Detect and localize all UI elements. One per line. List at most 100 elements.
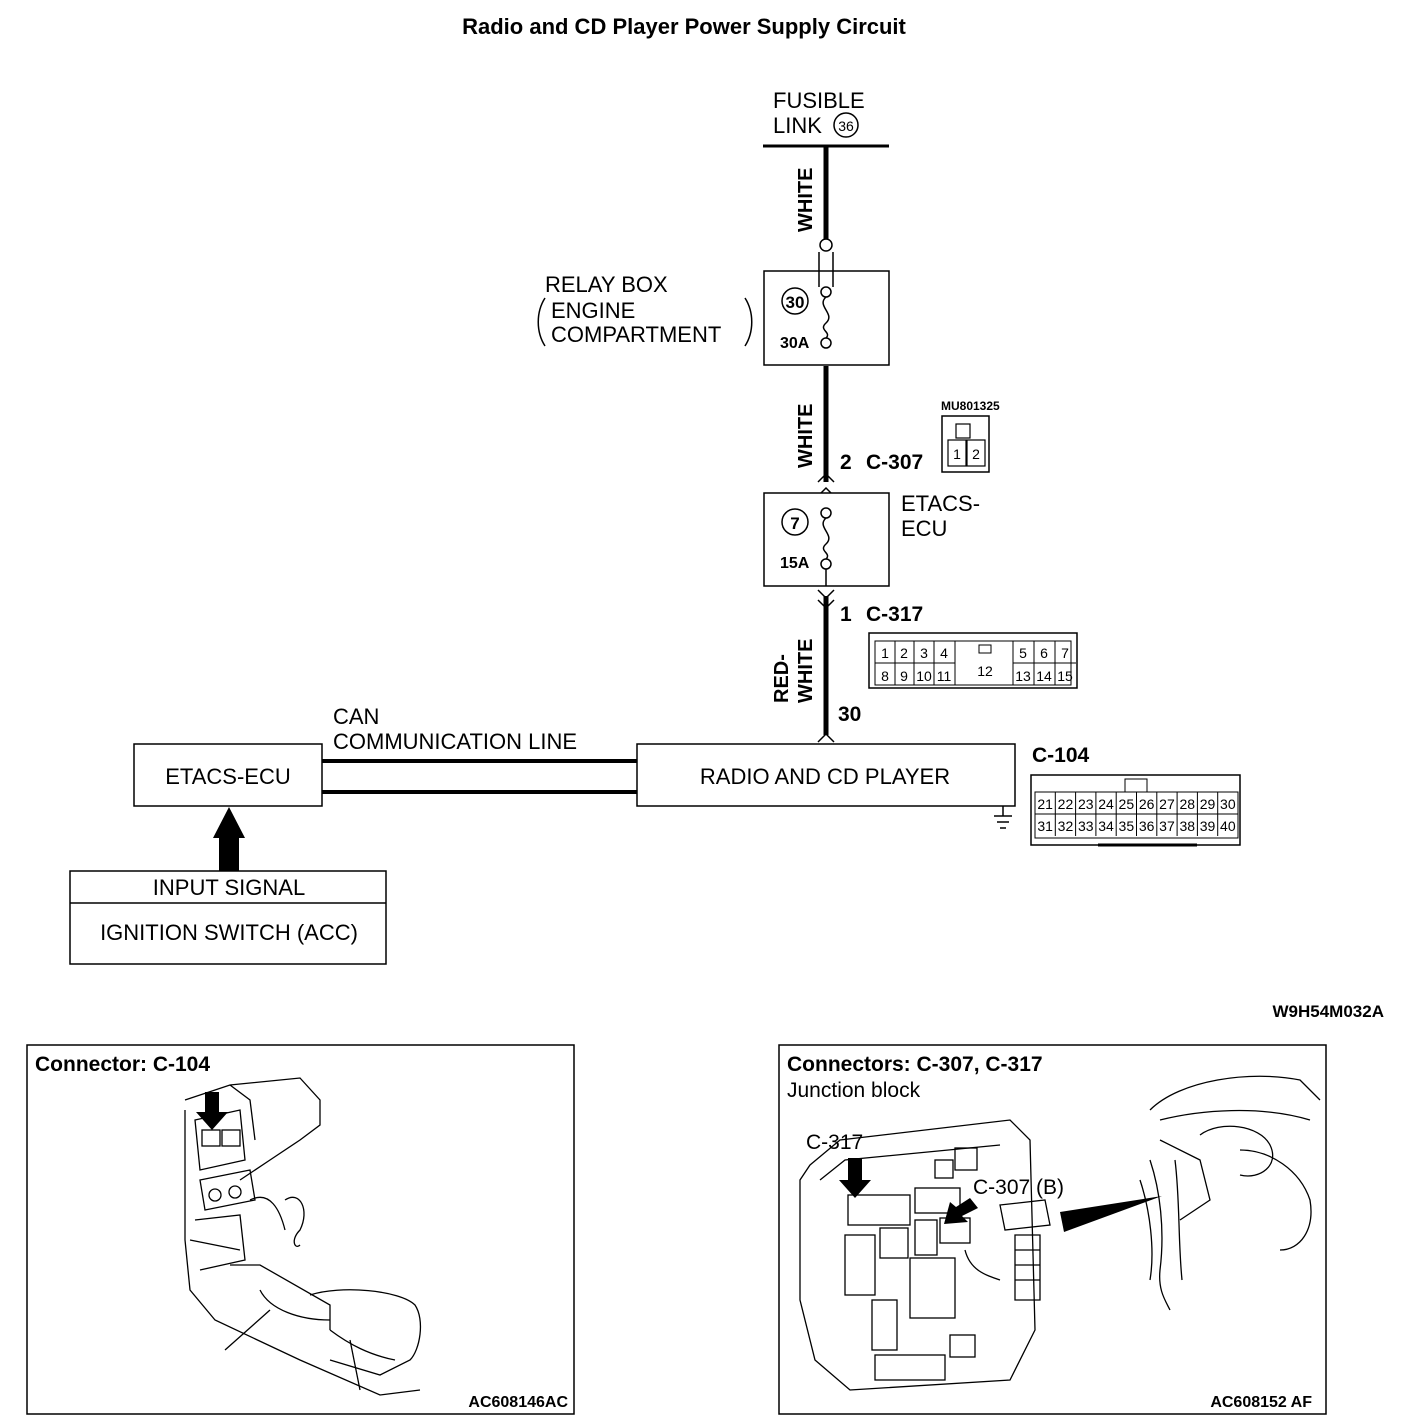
input-signal-header: INPUT SIGNAL [153,875,305,900]
c317-pin-5: 5 [1019,645,1027,661]
etacs-fuse-terminal-1 [820,507,832,519]
can-label: CAN [333,704,379,729]
relay-box-paren-left [537,297,546,347]
c317-pin-12: 12 [977,663,993,679]
wire-color-red-white-2: WHITE [795,639,817,703]
c104-pin-40: 40 [1220,818,1236,834]
c317-pin-11: 11 [937,668,952,684]
c104-pin-38: 38 [1179,818,1195,834]
c104-pin-34: 34 [1098,818,1114,834]
arrow-c104-icon [196,1092,228,1130]
panel-left-code: AC608146AC [468,1394,568,1411]
arrow-c307-icon [944,1198,978,1224]
relay-fuse-number: 30 [786,293,805,312]
c307-cell-1 [947,439,967,467]
c317-pin-10: 10 [916,668,932,684]
c104-pin-35: 35 [1119,818,1135,834]
c104-pin-32: 32 [1058,818,1074,834]
console-illustration [184,1077,422,1396]
can-label-2: COMMUNICATION LINE [333,729,577,754]
fusible-link-label: FUSIBLE [773,88,865,113]
panel-right-code: AC608152 AF [1210,1394,1312,1411]
c104-pin-36: 36 [1139,818,1155,834]
c104-pin-26: 26 [1139,796,1155,812]
c104-pin-27: 27 [1159,796,1175,812]
c307-connector-top [817,472,835,483]
c317-pin: 1 [840,603,852,626]
radio-pin: 30 [838,703,861,726]
relay-fuse-element [822,296,830,339]
etacs-fuse-rating: 15A [780,555,810,572]
c317-connector-bottom [817,599,835,610]
radio-cd-player-label: RADIO AND CD PLAYER [700,764,950,789]
etacs-ecu-box [133,743,323,807]
relay-fuse-rating: 30A [780,335,810,352]
c317-pin-6: 6 [1040,645,1048,661]
radio-connector-arrow [817,732,835,743]
c317-name: C-317 [866,603,923,626]
relay-box-paren-right [744,297,753,347]
etacs-fuse-number: 7 [790,514,799,533]
junction-block-illustration [799,1075,1321,1391]
etacs-fuse-label-2: ECU [901,516,947,541]
ground-icon [994,806,1012,829]
etacs-fuse-element [822,517,830,560]
c104-pin-37: 37 [1159,818,1175,834]
label-c307-b: C-307 (B) [973,1176,1064,1199]
panel-left-title: Connector: C-104 [35,1053,210,1076]
c104-name: C-104 [1032,744,1090,767]
c317-pin-14: 14 [1036,668,1052,684]
label-c317: C-317 [806,1131,863,1154]
c317-pin-9: 9 [900,668,908,684]
relay-fuse-number-circle [781,287,809,315]
c104-pin-31: 31 [1037,818,1053,834]
input-arrow-icon [213,807,245,871]
input-signal-box [69,870,387,965]
panel-right-title: Connectors: C-307, C-317 [787,1053,1043,1076]
panel-connectors-c307-c317 [778,1044,1327,1415]
panel-right-subtitle: Junction block [787,1079,921,1102]
etacs-ecu-label: ETACS-ECU [165,764,291,789]
c307-latch [955,423,971,439]
c104-pin-29: 29 [1200,796,1216,812]
relay-fuse-terminal-2 [820,337,832,349]
c317-connector-top [817,589,835,600]
c104-pin-24: 24 [1098,796,1114,812]
relay-box-label: RELAY BOX [545,272,668,297]
c317-connector-face [868,632,1078,689]
c317-pin-15: 15 [1057,668,1073,684]
c104-pin-25: 25 [1119,796,1135,812]
c317-pin-4: 4 [940,645,948,661]
c317-pin-8: 8 [881,668,889,684]
c307-name: C-307 [866,451,923,474]
arrow-c317-icon [839,1158,871,1198]
fusible-link-number-circle [833,112,859,138]
wire-color-white-top: WHITE [795,168,817,232]
etacs-fuse-terminal-2 [820,558,832,570]
etacs-fuse-number-circle [781,508,809,536]
c104-pin-21: 21 [1037,796,1053,812]
c104-connector-face [1030,774,1241,847]
relay-fuse-terminal-1 [820,286,832,298]
c307-pin-2: 2 [972,446,980,462]
c307-pin-1: 1 [953,446,961,462]
wire-color-white-mid: WHITE [795,404,817,468]
c317-pin-13: 13 [1015,668,1031,684]
relay-box-label-3: COMPARTMENT [551,322,721,347]
c104-pin-33: 33 [1078,818,1094,834]
relay-box-terminal-top [819,238,833,252]
c307-pin: 2 [840,451,852,474]
etacs-fuse-label: ETACS- [901,491,980,516]
c104-pin-28: 28 [1179,796,1195,812]
figure-code: W9H54M032A [1273,1002,1385,1021]
c317-pin-1: 1 [881,645,889,661]
input-signal-body: IGNITION SWITCH (ACC) [100,920,358,945]
fusible-link-label-2: LINK [773,113,822,138]
zoom-wedge-icon [1060,1196,1162,1232]
c307-part-number: MU801325 [941,399,1000,413]
c307-cell-2 [966,439,986,467]
c317-pin-2: 2 [900,645,908,661]
c317-pin-3: 3 [920,645,928,661]
diagram-title: Radio and CD Player Power Supply Circuit [462,14,906,39]
c104-pin-30: 30 [1220,796,1236,812]
